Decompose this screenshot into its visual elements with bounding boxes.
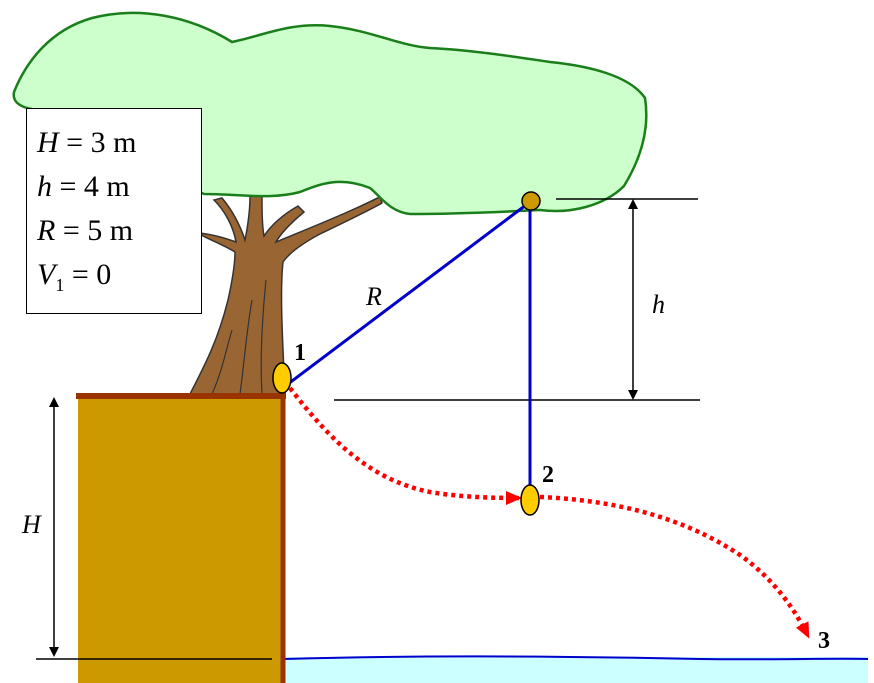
trajectory-2-to-3 <box>539 494 811 639</box>
given-symbol: H <box>37 126 59 159</box>
given-symbol: R <box>37 214 56 247</box>
body-at-point-2 <box>520 484 540 516</box>
given-symbol: V <box>37 258 56 291</box>
given-value: = 5 m <box>55 214 134 247</box>
given-value: = 3 m <box>58 126 137 159</box>
given-values-box: H = 3 m h = 4 m R = 5 m V1 = 0 <box>26 108 202 314</box>
water <box>284 657 868 683</box>
label-rope-length: R <box>366 282 382 311</box>
trajectory-1-to-2 <box>288 386 522 505</box>
given-row-V1: V1 = 0 <box>37 253 201 307</box>
rope-swing <box>287 200 531 386</box>
water-surface-line <box>283 655 869 661</box>
given-row-H: H = 3 m <box>37 121 201 165</box>
label-drop-height: h <box>652 290 665 319</box>
body-at-point-1 <box>272 362 292 394</box>
pivot-point <box>521 191 541 211</box>
cliff <box>78 396 281 683</box>
given-value: = 4 m <box>52 170 130 203</box>
label-point-3: 3 <box>818 628 830 654</box>
label-point-2: 2 <box>542 462 554 488</box>
tree-trunk <box>188 193 383 395</box>
label-point-1: 1 <box>294 340 306 366</box>
given-symbol: h <box>37 170 52 203</box>
given-row-h: h = 4 m <box>37 165 201 209</box>
given-value: = 0 <box>64 258 112 291</box>
given-subscript: 1 <box>55 275 65 295</box>
given-row-R: R = 5 m <box>37 209 201 253</box>
label-cliff-height: H <box>22 510 41 539</box>
